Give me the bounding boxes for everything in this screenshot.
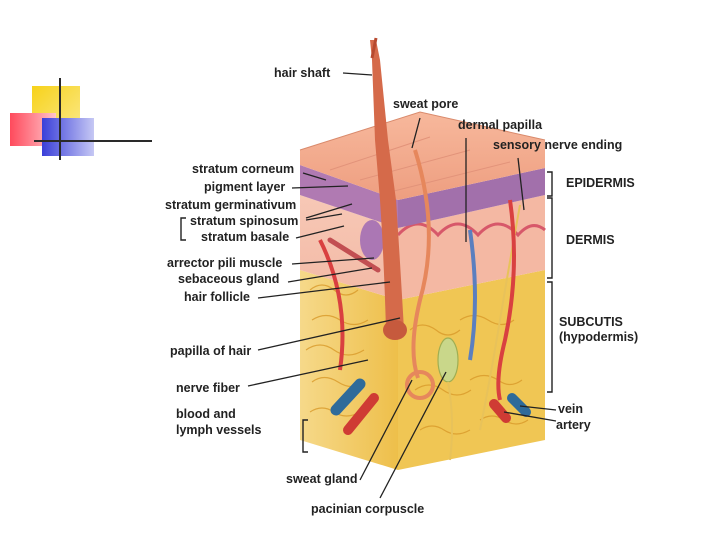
label-stratum-basale: stratum basale	[201, 230, 290, 244]
label-papilla-of-hair: papilla of hair	[170, 344, 252, 358]
decor-vertical-line	[59, 78, 61, 160]
label-vein: vein	[558, 402, 584, 416]
label-epidermis: EPIDERMIS	[566, 176, 635, 190]
label-sebaceous-gland: sebaceous gland	[178, 272, 280, 286]
label-subcutis: SUBCUTIS (hypodermis)	[559, 315, 639, 344]
sweat-gland	[405, 149, 435, 400]
label-arrector-pili-muscle: arrector pili muscle	[167, 256, 283, 270]
label-pigment-layer: pigment layer	[204, 180, 286, 194]
blood-vessels	[318, 199, 516, 401]
label-stratum-corneum: stratum corneum	[192, 162, 295, 176]
label-stratum-spinosum: stratum spinosum	[190, 214, 299, 228]
label-stratum-germinativum: stratum germinativum	[165, 198, 297, 212]
label-sensory-nerve-ending: sensory nerve ending	[493, 138, 623, 152]
pacinian-corpuscle	[437, 337, 459, 383]
label-pacinian-corpuscle: pacinian corpuscle	[311, 502, 425, 516]
label-blood-and-lymph-vessels: blood and lymph vessels	[176, 407, 262, 437]
label-nerve-fiber: nerve fiber	[176, 381, 240, 395]
subcutis-layer	[300, 270, 545, 470]
arrector-pili-muscle	[327, 237, 381, 273]
sebaceous-gland	[360, 220, 384, 260]
vessel-stubs	[330, 378, 531, 435]
label-sweat-gland: sweat gland	[286, 472, 358, 486]
label-hair-follicle: hair follicle	[184, 290, 250, 304]
corner-decoration	[0, 0, 160, 170]
leader-lines	[247, 72, 557, 499]
label-dermal-papilla: dermal papilla	[458, 118, 543, 132]
label-dermis: DERMIS	[566, 233, 615, 247]
decor-horizontal-line	[34, 140, 152, 142]
decor-blue-square	[42, 118, 94, 156]
label-hair-shaft: hair shaft	[274, 66, 331, 80]
label-sweat-pore: sweat pore	[393, 97, 459, 111]
epidermis-layer	[299, 111, 546, 228]
label-artery: artery	[556, 418, 591, 432]
layer-brackets	[180, 171, 553, 453]
hair	[370, 37, 407, 340]
